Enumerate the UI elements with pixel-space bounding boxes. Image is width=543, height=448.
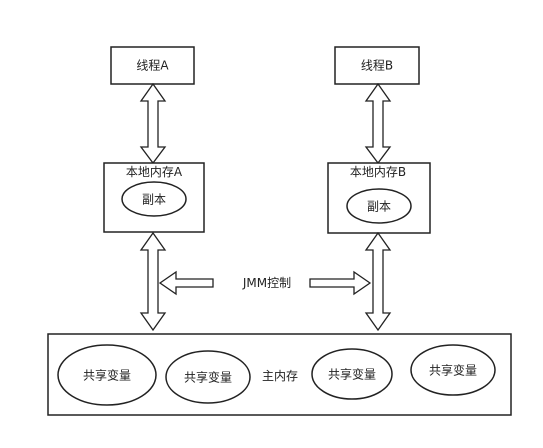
copy-b-ellipse — [346, 188, 412, 224]
shared-var-ellipse-3 — [311, 348, 393, 400]
shared-var-ellipse-2 — [165, 350, 251, 404]
thread-b-label: 线程B — [361, 58, 393, 73]
shared-var-label-3: 共享变量 — [328, 367, 376, 382]
arrow-thread-a-local-a — [139, 82, 167, 165]
local-memory-b-label: 本地内存B — [350, 165, 406, 179]
jmm-control-arrow-right — [309, 270, 372, 296]
copy-b-label: 副本 — [367, 200, 391, 214]
thread-a-label: 线程A — [136, 58, 169, 73]
thread-a-box — [110, 46, 195, 85]
shared-var-label-2: 共享变量 — [184, 370, 232, 385]
copy-a-label: 副本 — [142, 193, 166, 207]
shared-var-ellipse-4 — [410, 344, 496, 396]
shared-var-label-4: 共享变量 — [429, 363, 477, 378]
copy-a-ellipse — [121, 181, 187, 217]
shared-var-label-1: 共享变量 — [83, 368, 131, 383]
jmm-control-label: JMM控制 — [242, 276, 291, 290]
arrow-thread-b-local-b — [364, 82, 392, 165]
local-memory-a-label: 本地内存A — [126, 165, 183, 179]
jmm-control-arrow-left — [158, 270, 214, 296]
thread-b-box — [334, 46, 420, 85]
main-memory-label: 主内存 — [262, 369, 298, 383]
shared-var-ellipse-1 — [57, 344, 157, 406]
arrow-local-a-main — [139, 231, 167, 332]
arrow-local-b-main — [364, 231, 392, 332]
